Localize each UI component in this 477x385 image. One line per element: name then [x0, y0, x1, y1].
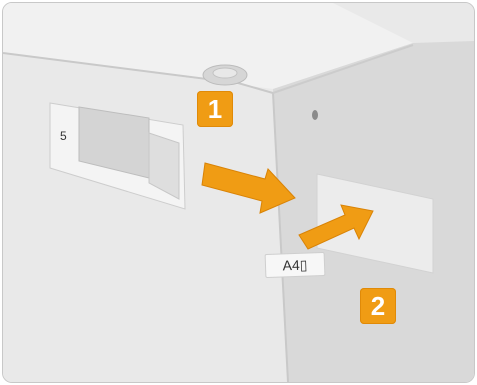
slot-number-label: 5	[60, 129, 67, 143]
paper-size-label: A4▯	[265, 252, 326, 278]
cassette-illustration	[3, 3, 474, 382]
step-1-badge: 1	[197, 91, 233, 127]
step-2-badge: 2	[360, 288, 396, 324]
